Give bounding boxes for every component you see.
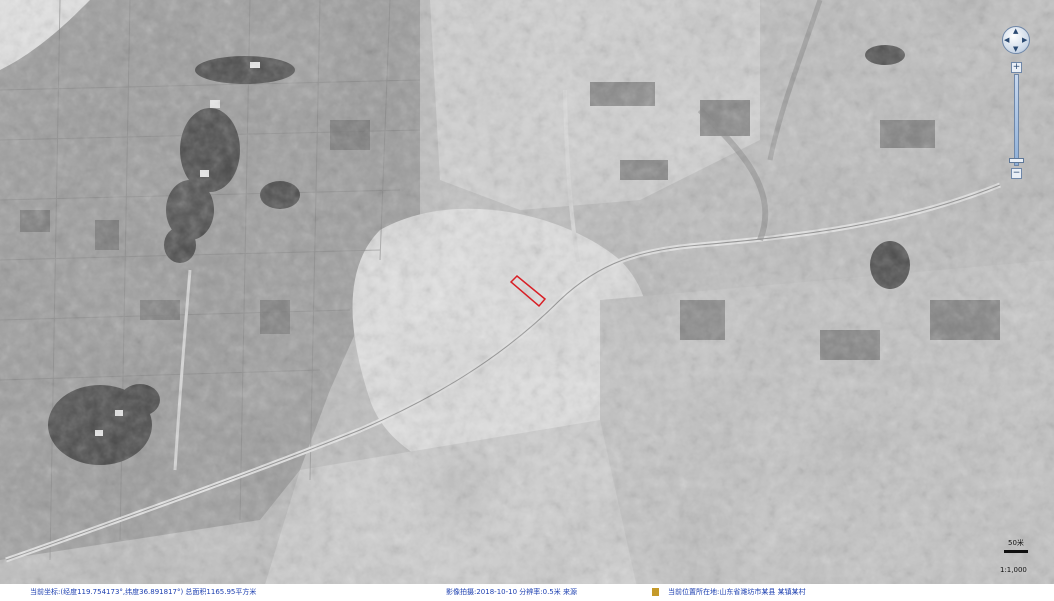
scale-indicator: 50米 1:1,000 <box>1000 538 1040 578</box>
pan-up-icon[interactable]: ▲ <box>1013 27 1019 35</box>
status-coordinates: 当前坐标:(经度119.754173°,纬度36.891817°) 总面积116… <box>30 588 257 596</box>
zoom-out-button[interactable]: − <box>1011 168 1022 179</box>
scale-ratio-label: 1:1,000 <box>1000 566 1027 574</box>
pan-down-icon[interactable]: ▼ <box>1013 45 1019 53</box>
scale-distance-label: 50米 <box>1008 539 1024 547</box>
location-marker-icon <box>652 588 659 596</box>
zoom-in-button[interactable]: + <box>1011 62 1022 73</box>
zoom-slider-handle[interactable] <box>1009 158 1024 163</box>
pan-control[interactable]: ▲ ▼ ◀ ▶ <box>1002 26 1030 54</box>
pan-right-icon[interactable]: ▶ <box>1022 36 1028 44</box>
zoom-slider-track[interactable] <box>1014 74 1019 166</box>
status-location: 当前位置所在地:山东省潍坊市某县 某镇某村 <box>668 588 806 596</box>
scale-bar <box>1004 550 1028 553</box>
status-imagery-info: 影像拍摄:2018-10-10 分辨率:0.5米 来源 <box>446 588 577 596</box>
pan-left-icon[interactable]: ◀ <box>1004 36 1010 44</box>
highlighted-parcel[interactable] <box>509 274 547 308</box>
status-bar: 当前坐标:(经度119.754173°,纬度36.891817°) 总面积116… <box>0 584 1054 601</box>
